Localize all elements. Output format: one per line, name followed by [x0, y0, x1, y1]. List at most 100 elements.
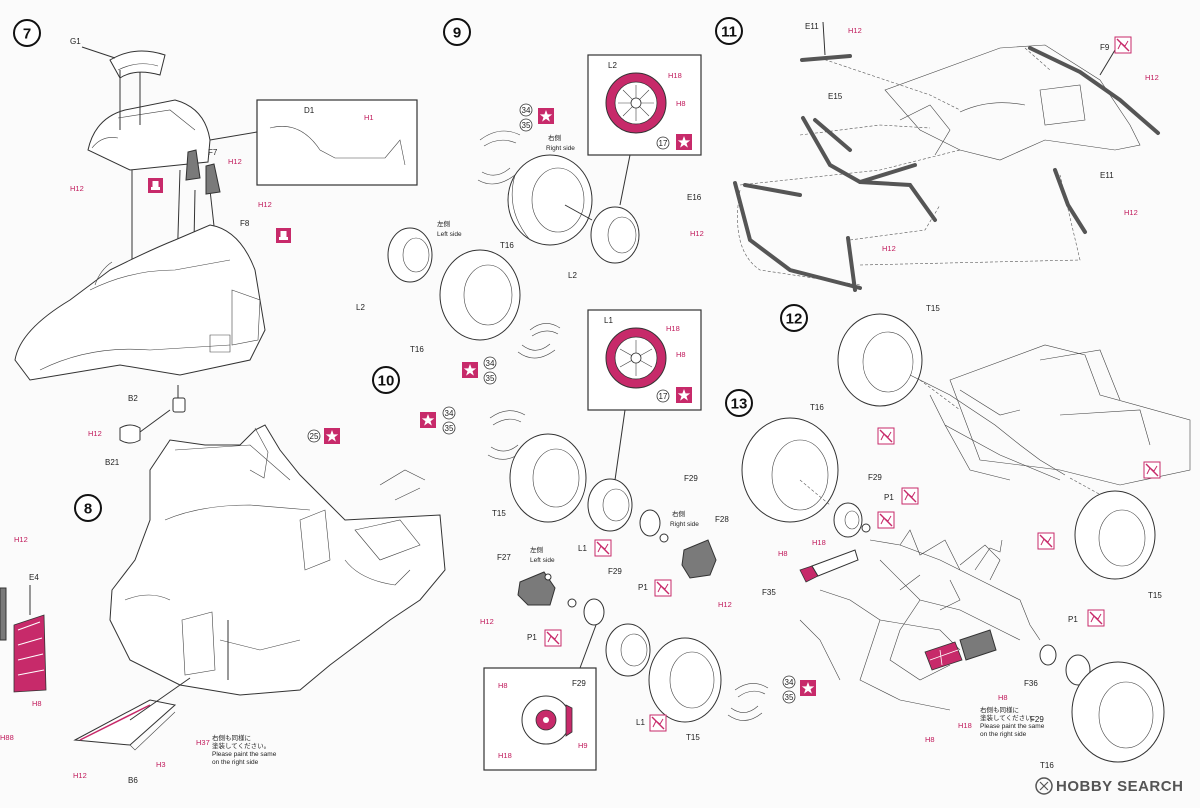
ref-h12-f9: H12: [1145, 73, 1159, 82]
label-f27: F27: [497, 553, 511, 562]
no-glue-icon: [1037, 532, 1055, 550]
label-l1b: L1: [636, 718, 645, 727]
svg-text:右側も同様に: 右側も同様に: [212, 733, 251, 742]
step-7-badge: 7: [13, 19, 41, 47]
no-glue-icon: [544, 629, 562, 647]
label-t16b: T16: [410, 345, 424, 354]
label-34d: 34: [782, 675, 796, 689]
label-p1b: P1: [527, 633, 537, 642]
step-9-drawing: [387, 54, 702, 359]
label-e11a: E11: [805, 22, 819, 31]
ref-h12-cowl: H12: [70, 184, 84, 193]
svg-text:Please paint the same: Please paint the same: [212, 751, 277, 758]
no-glue-icon: [877, 427, 895, 445]
label-p1c: P1: [884, 493, 894, 502]
no-glue-icon: [1114, 36, 1132, 54]
label-34a: 34: [519, 103, 533, 117]
svg-text:35: 35: [486, 374, 495, 383]
no-glue-icon: [594, 539, 612, 557]
label-l2-inset: L2: [608, 61, 617, 70]
label-f29d: F29: [868, 473, 882, 482]
label-t15a: T15: [492, 509, 506, 518]
star-icon: [676, 134, 692, 150]
label-p1a: P1: [638, 583, 648, 592]
star-icon: [324, 428, 340, 444]
label-l2b: L2: [356, 303, 365, 312]
svg-text:11: 11: [721, 24, 737, 41]
svg-text:35: 35: [522, 121, 531, 130]
label-f29c: F29: [572, 679, 586, 688]
label-f29a: F29: [684, 474, 698, 483]
step-11-badge: 11: [715, 17, 743, 45]
ref-h12-e11b: H12: [1124, 208, 1138, 217]
svg-text:右側: 右側: [672, 509, 686, 518]
label-l1a: L1: [578, 544, 587, 553]
ref-h18-inset: H18: [498, 751, 512, 760]
ref-h8-f35: H8: [778, 549, 788, 558]
no-glue-icon: [1087, 609, 1105, 627]
ref-h12-e16: H12: [690, 229, 704, 238]
svg-text:Please paint the same: Please paint the same: [980, 723, 1045, 730]
ref-h9-inset: H9: [578, 741, 588, 750]
d1-detail-inset: [256, 99, 418, 186]
svg-text:35: 35: [785, 693, 794, 702]
svg-text:左側: 左側: [530, 545, 544, 554]
label-t15d: T15: [1148, 591, 1162, 600]
label-b2: B2: [128, 394, 138, 403]
label-17a: 17: [656, 136, 670, 150]
ref-h8-e4: H8: [32, 699, 42, 708]
ref-h8-radiator: H8: [998, 693, 1008, 702]
label-f29e: F29: [1030, 715, 1044, 724]
label-t16c: T16: [810, 403, 824, 412]
label-35b: 35: [483, 371, 497, 385]
svg-text:Left side: Left side: [530, 557, 555, 564]
label-f36: F36: [1024, 679, 1038, 688]
label-f9: F9: [1100, 43, 1110, 52]
label-e16: E16: [687, 193, 702, 202]
label-f28: F28: [715, 515, 729, 524]
ref-h12-f27: H12: [480, 617, 494, 626]
ref-h88-edge: H88: [0, 733, 14, 742]
svg-text:右側も同様に: 右側も同様に: [980, 705, 1019, 714]
ref-h8-radiator-b: H8: [925, 735, 935, 744]
svg-text:Left side: Left side: [437, 231, 462, 238]
left-edge-part: [0, 585, 47, 693]
ref-h12-e11a: H12: [848, 26, 862, 35]
glue-icon: [276, 228, 291, 243]
step-12-drawing: [837, 313, 1191, 580]
ref-h37-b6: H37: [196, 738, 210, 747]
label-t15c: T15: [926, 304, 940, 313]
step-8-drawing: [73, 424, 446, 751]
ref-h12-f7: H12: [228, 157, 242, 166]
star-icon: [800, 680, 816, 696]
label-t16a: T16: [500, 241, 514, 250]
step-10-drawing: [483, 309, 769, 771]
svg-text:34: 34: [785, 678, 794, 687]
ref-h8-inset9: H8: [676, 99, 686, 108]
label-35d: 35: [782, 690, 796, 704]
ref-h12-edge: H12: [14, 535, 28, 544]
ref-h3-b6: H3: [156, 760, 166, 769]
svg-text:34: 34: [486, 359, 495, 368]
svg-text:on the right side: on the right side: [980, 731, 1027, 738]
hobby-search-watermark: HOBBY SEARCH: [1035, 777, 1183, 795]
ref-h12-f28: H12: [718, 600, 732, 609]
ref-h18-radiator: H18: [958, 721, 972, 730]
label-35c: 35: [442, 421, 456, 435]
label-e15: E15: [828, 92, 843, 101]
label-b21: B21: [105, 458, 120, 467]
label-d1: D1: [304, 106, 315, 115]
svg-text:25: 25: [310, 432, 319, 441]
star-icon: [538, 108, 554, 124]
ref-h8-inset: H8: [498, 681, 508, 690]
label-l1-inset: L1: [604, 316, 613, 325]
step-10-badge: 10: [372, 366, 400, 394]
no-glue-icon: [649, 714, 667, 732]
star-icon: [420, 412, 436, 428]
svg-text:塗装してください。: 塗装してください。: [212, 741, 270, 750]
label-t15b: T15: [686, 733, 700, 742]
glue-icon: [148, 178, 163, 193]
step-8-badge: 8: [74, 494, 102, 522]
